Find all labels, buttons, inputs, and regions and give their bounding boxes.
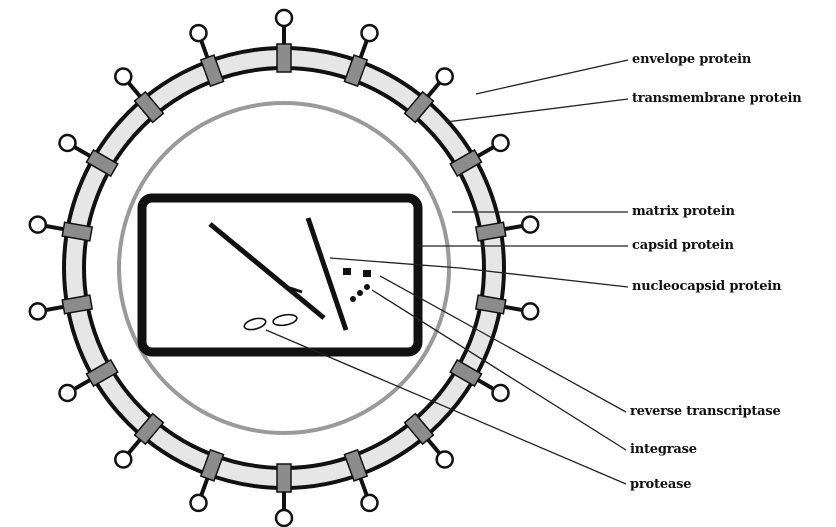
label-integrase: integrase (630, 443, 697, 456)
label-capsid-protein: capsid protein (632, 239, 734, 252)
integrase-dot (350, 296, 356, 302)
label-matrix-protein: matrix protein (632, 205, 735, 218)
transmembrane-block (277, 464, 291, 492)
envelope-spike-icon (437, 452, 453, 468)
label-protease: protease (630, 478, 691, 491)
envelope-spike-icon (190, 495, 206, 511)
envelope-spike-icon (437, 68, 453, 84)
label-nucleocapsid-protein: nucleocapsid protein (632, 280, 781, 293)
reverse-transcriptase-dot (343, 268, 351, 275)
envelope-spike-icon (522, 303, 538, 319)
reverse-transcriptase-dot (363, 270, 371, 277)
envelope-spike-icon (30, 303, 46, 319)
envelope-spike-icon (493, 135, 509, 151)
integrase-dot (364, 284, 370, 290)
envelope-spike-icon (362, 495, 378, 511)
label-reverse-transcriptase: reverse transcriptase (630, 405, 781, 418)
label-envelope-protein: envelope protein (632, 53, 751, 66)
envelope-spike-icon (30, 217, 46, 233)
envelope-spike-icon (59, 385, 75, 401)
leader-envelope-protein (476, 60, 628, 94)
envelope-spike-icon (276, 510, 292, 526)
envelope-spike-icon (59, 135, 75, 151)
envelope-spike-icon (276, 10, 292, 26)
label-transmembrane-protein: transmembrane protein (632, 92, 802, 105)
capsid (142, 198, 418, 352)
envelope-spike-icon (493, 385, 509, 401)
envelope-spike-icon (115, 68, 131, 84)
leader-transmembrane-protein (446, 99, 628, 122)
envelope-spike-icon (522, 217, 538, 233)
transmembrane-block (277, 44, 291, 72)
envelope-spike-icon (362, 25, 378, 41)
envelope-spike-icon (190, 25, 206, 41)
integrase-dot (357, 290, 363, 296)
envelope-spike-icon (115, 452, 131, 468)
